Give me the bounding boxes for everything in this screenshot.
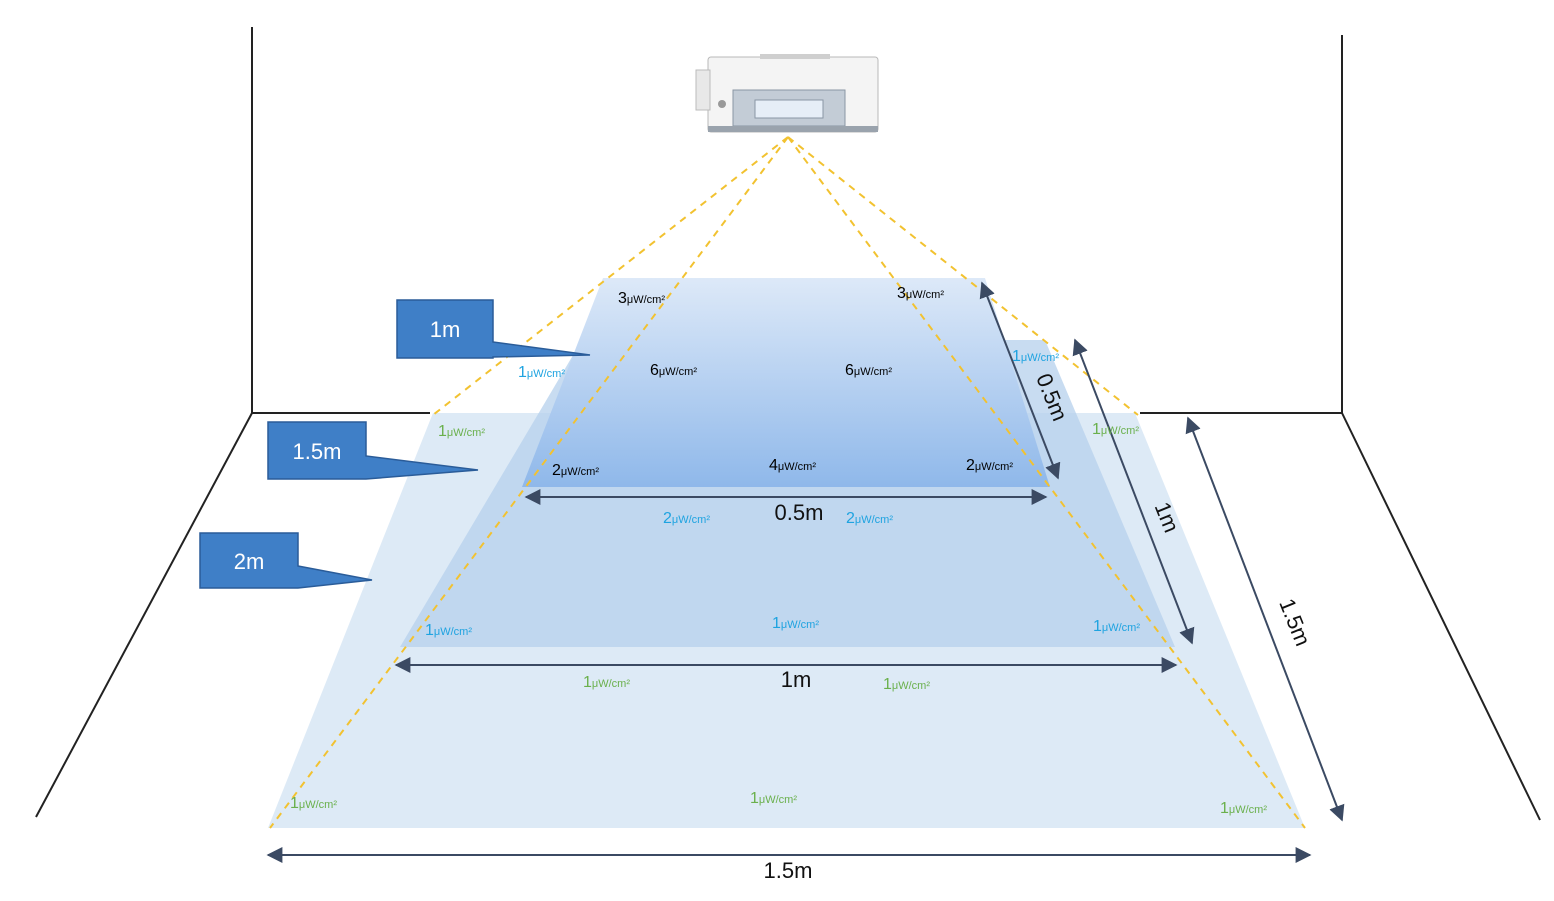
reading: 1μW/cm² — [750, 790, 797, 807]
dimension-arrows — [266, 281, 1345, 863]
reading: 1μW/cm² — [425, 622, 472, 639]
plane-1m — [522, 278, 1050, 487]
callout-1-5m: 1.5m — [267, 421, 479, 480]
reading: 2μW/cm² — [966, 457, 1013, 474]
dim-medium-width: 1m — [781, 667, 812, 692]
callout-1m-label: 1m — [430, 317, 461, 342]
dim-large-depth: 1.5m — [1274, 595, 1316, 650]
readings-1m: 3μW/cm² 3μW/cm² 6μW/cm² 6μW/cm² 2μW/cm² … — [552, 285, 1013, 479]
reading: 6μW/cm² — [845, 362, 892, 379]
reading: 1μW/cm² — [1220, 800, 1267, 817]
callout-2m-label: 2m — [234, 549, 265, 574]
reading: 1μW/cm² — [883, 676, 930, 693]
reading: 1μW/cm² — [518, 364, 565, 381]
reading: 3μW/cm² — [897, 285, 944, 302]
reading: 1μW/cm² — [290, 795, 337, 812]
reading: 1μW/cm² — [438, 423, 485, 440]
reading: 6μW/cm² — [650, 362, 697, 379]
callout-2m: 2m — [199, 532, 373, 589]
reading: 3μW/cm² — [618, 290, 665, 307]
reading: 1μW/cm² — [1012, 348, 1059, 365]
uv-device-icon — [695, 54, 879, 133]
reading: 2μW/cm² — [846, 510, 893, 527]
readings-2m: 1μW/cm² 1μW/cm² 1μW/cm² 1μW/cm² 1μW/cm² … — [290, 421, 1267, 817]
reading: 1μW/cm² — [772, 615, 819, 632]
reading: 2μW/cm² — [663, 510, 710, 527]
reading: 2μW/cm² — [552, 462, 599, 479]
callout-1m: 1m — [396, 299, 591, 359]
callout-1-5m-label: 1.5m — [293, 439, 342, 464]
reading: 4μW/cm² — [769, 457, 816, 474]
room-outline — [35, 27, 1541, 821]
dim-large-width: 1.5m — [764, 858, 813, 883]
readings-1-5m: 1μW/cm² 1μW/cm² 2μW/cm² 2μW/cm² 1μW/cm² … — [425, 348, 1140, 639]
reading: 1μW/cm² — [1092, 421, 1139, 438]
dim-small-width: 0.5m — [775, 500, 824, 525]
reading: 1μW/cm² — [1093, 618, 1140, 635]
reading: 1μW/cm² — [583, 674, 630, 691]
